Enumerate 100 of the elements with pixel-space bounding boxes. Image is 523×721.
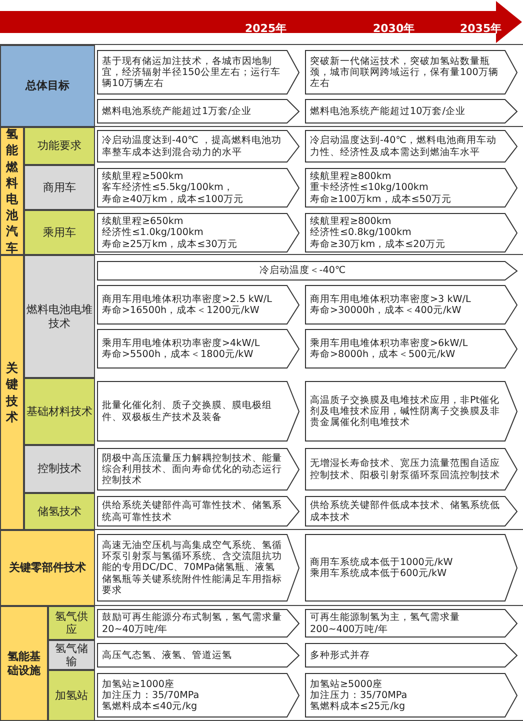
target-text: 寿命>16500h，成本＜1200元/kW <box>102 305 260 316</box>
milestone-panel <box>305 285 518 325</box>
milestone-panel <box>305 534 518 602</box>
milestone-panel <box>305 448 518 491</box>
milestone-panel <box>97 50 300 95</box>
target-text: 冷启动温度＜-40℃ <box>258 265 347 277</box>
target-text: 寿命≥40万km，成本≤100万元 <box>102 194 244 205</box>
milestone-panel <box>97 609 300 638</box>
target-text: 高温质子交换膜及电堆技术应用，非Pt催化剂及电堆技术应用，碱性阴离子交换膜及非贵金属催化剂电堆技术 <box>310 394 501 428</box>
target-text: 加注压力：35/70MPa <box>310 690 408 701</box>
target-text: 客车经济性≤5.5kg/100km， <box>102 182 234 194</box>
target-text: 高压气态氢、液氢、管道运氢 <box>102 650 233 662</box>
target-text: 寿命>5500h，成本＜1800元/kW <box>102 349 254 360</box>
target-text: 寿命>30000h，成本＜400元/kW <box>310 305 462 316</box>
milestone-panel <box>97 213 300 253</box>
target-text: 续航里程≥500km <box>102 171 184 182</box>
milestone-panel <box>305 609 518 638</box>
target-text: 高速无油空压机与高集成空气系统、氢循环泵引射泵与氢循环系统、含交流阻抗功能的专用DC/DC、70MPa储氢瓶、液氢储氢瓶等关键系统附件性能满足车用指标要求 <box>102 540 283 596</box>
target-text: 燃料电池系统产能超过10万套/企业 <box>310 106 466 118</box>
milestone-panel <box>305 329 518 369</box>
category-heading: 乘用车 <box>43 226 76 240</box>
milestone-panel <box>97 643 300 668</box>
target-text: 冷启动温度达到-40℃，燃料电池商用车动力性、经济性及成本需达到燃油车水平 <box>310 135 498 158</box>
target-text: 寿命≥100万km，成本≤50万元 <box>310 194 452 205</box>
milestone-panel <box>305 643 518 668</box>
target-text: 供给系统关键部件高可靠性技术、储氢系统高可靠性技术 <box>102 500 283 523</box>
milestone-panel <box>305 130 518 163</box>
target-text: 鼓励可再生能源分布式制氢，氢气需求量20~40万吨/年 <box>102 612 283 635</box>
target-text: 商用车用电堆体积功率密度>3 kW/L <box>310 294 472 305</box>
milestone-panel <box>97 534 300 602</box>
target-text: 续航里程≥650km <box>102 216 184 228</box>
milestone-panel <box>97 448 300 491</box>
target-text: 乘用车系统成本低于600元/kW <box>310 568 448 580</box>
target-text: 乘用车用电堆体积功率密度>6kW/L <box>310 338 469 349</box>
target-text: 寿命≥30万km，成本≤20万元 <box>310 238 446 250</box>
target-text: 寿命≥25万km，成本≤30万元 <box>102 238 238 250</box>
category-heading: 总体目标 <box>26 79 70 93</box>
target-text: 氢燃料成本≤25元/kg <box>310 701 406 712</box>
milestone-panel <box>305 213 518 253</box>
category-heading: 关键零部件技术 <box>9 561 86 575</box>
target-text: 经济性≤1.0kg/100km <box>102 227 204 239</box>
target-text: 突破新一代储运技术，突破加氢站数量瓶颈，城市间联网跨域运行，保有量100万辆左右 <box>310 56 500 90</box>
category-cell <box>24 445 95 493</box>
category-heading: 燃料电池电堆技术 <box>26 303 94 330</box>
milestone-panel <box>97 168 300 208</box>
category-heading: 储氢技术 <box>38 504 82 518</box>
category-heading: 控制技术 <box>38 462 82 476</box>
target-text: 寿命>8000h，成本＜500元/kW <box>310 349 456 360</box>
target-text: 加注压力：35/70MPa <box>102 690 200 701</box>
year-label: 2035年 <box>460 21 502 36</box>
target-text: 氢燃料成本≤40元/kg <box>102 701 198 712</box>
milestone-panel <box>305 496 518 527</box>
target-text: 基于现有储运加注技术，各城市因地制宜，经济辐射半径150公里左右；运行车辆10万辆左右 <box>102 56 282 90</box>
target-text: 乘用车用电堆体积功率密度>4kW/L <box>102 338 261 349</box>
target-text: 重卡经济性≤10kg/100km <box>310 182 430 194</box>
category-cell <box>0 127 24 255</box>
category-cell <box>48 606 95 640</box>
target-text: 阴极中高压流量压力解耦控制技术、能量综合利用技术、面向寿命优化的动态运行控制技术 <box>102 452 283 486</box>
category-heading: 基础材料技术 <box>26 404 92 418</box>
milestone-panel <box>97 261 518 281</box>
target-text: 冷启动温度达到-40℃ ，提高燃料电池功率整车成本达到混合动力的水平 <box>102 135 282 158</box>
target-text: 无增湿长寿命技术、宽压力流量范围自适应控制技术、阳极引射泵循环泵回流控制技术 <box>310 458 501 481</box>
category-heading: 商用车 <box>43 180 76 194</box>
category-heading: 功能要求 <box>38 139 82 153</box>
category-cell <box>0 255 24 530</box>
target-text: 续航里程≥800km <box>310 216 392 228</box>
target-text: 经济性≤0.8kg/100km <box>310 227 412 239</box>
milestone-panel <box>97 329 300 369</box>
category-heading: 氢气储输 <box>54 642 89 668</box>
milestone-panel <box>305 50 518 95</box>
target-text: 加氢站≥5000座 <box>310 678 384 690</box>
milestone-panel <box>97 496 300 527</box>
milestone-panel <box>97 130 300 163</box>
milestone-panel <box>305 673 518 718</box>
category-cell <box>24 165 95 210</box>
category-cell <box>0 530 95 606</box>
milestone-panel <box>97 673 300 718</box>
milestone-panel <box>305 99 518 124</box>
category-cell <box>48 640 95 670</box>
milestone-panel <box>305 168 518 208</box>
target-text: 供给系统关键部件低成本技术、储氢系统低成本技术 <box>310 500 501 523</box>
category-cell <box>24 127 95 165</box>
category-cell <box>24 493 95 530</box>
category-cell <box>0 606 48 721</box>
category-heading: 氢能基础设施 <box>6 650 42 677</box>
category-cell <box>24 255 95 378</box>
category-cell <box>24 378 95 445</box>
year-label: 2030年 <box>373 21 415 36</box>
milestone-panel <box>97 381 300 442</box>
category-heading: 氢能燃料电池汽车 <box>6 126 18 256</box>
category-cell <box>48 670 95 721</box>
year-label: 2025年 <box>245 21 287 36</box>
target-text: 多种形式并存 <box>310 650 371 662</box>
category-heading: 氢气供应 <box>54 610 89 636</box>
target-text: 加氢站≥1000座 <box>102 678 176 690</box>
target-text: 商用车用电堆体积功率密度>2.5 kW/L <box>102 294 273 305</box>
target-text: 批量化催化剂、质子交换膜、膜电极组件、双极板生产技术及装备 <box>102 400 273 423</box>
milestone-panel <box>305 381 518 442</box>
target-text: 可再生能源制氢为主，氢气需求量200~400万吨/年 <box>310 612 461 635</box>
category-cell <box>24 210 95 255</box>
